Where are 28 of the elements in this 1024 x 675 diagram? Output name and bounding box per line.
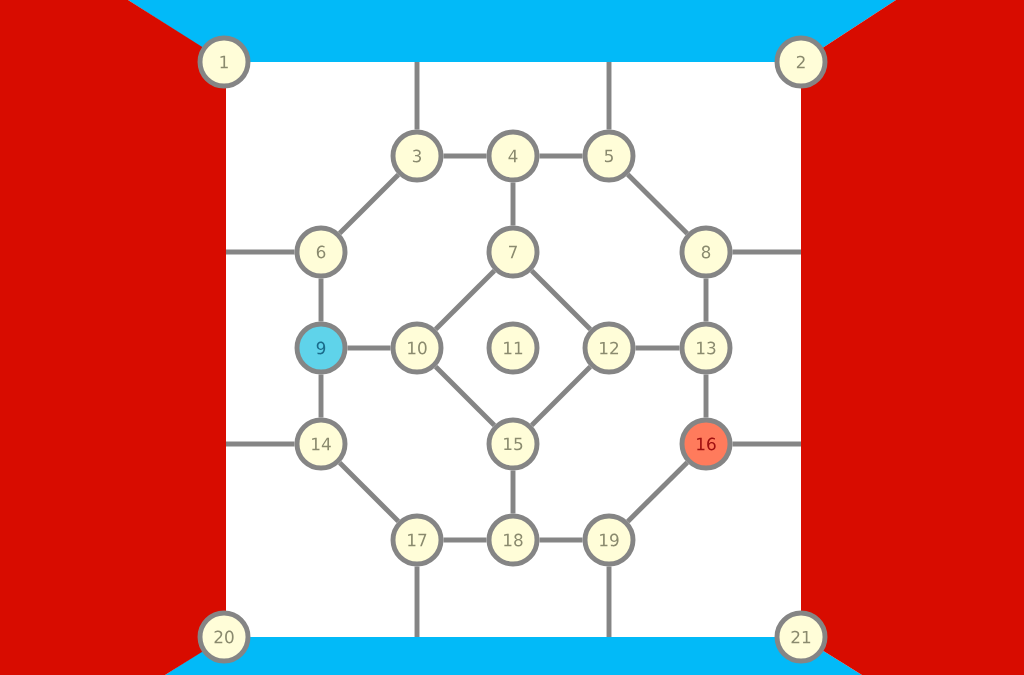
connector-line [337,460,401,524]
connector-line [443,537,487,543]
connector-line [539,537,583,543]
connector-line [626,460,689,524]
connector-line [606,62,612,130]
connector-line [414,62,420,130]
connector-line [606,566,612,637]
connector-line [318,278,324,322]
connector-line [732,249,801,255]
connector-line [703,278,709,322]
connector-line [443,153,487,159]
connector-line [635,345,680,351]
connector-line [510,470,516,514]
connector-line [732,441,801,447]
connector-line [414,566,420,637]
connector-line [318,374,324,418]
connector-line [226,249,295,255]
connector-line [226,441,295,447]
connector-line [529,364,593,428]
connector-line [539,153,583,159]
connector-line [530,268,593,332]
connector-line [626,172,689,236]
connector-line [703,374,709,418]
connector-line [433,268,497,332]
connector-line [433,364,497,428]
connector-line [510,182,516,226]
connector-line [337,172,401,236]
connector-line [347,345,391,351]
